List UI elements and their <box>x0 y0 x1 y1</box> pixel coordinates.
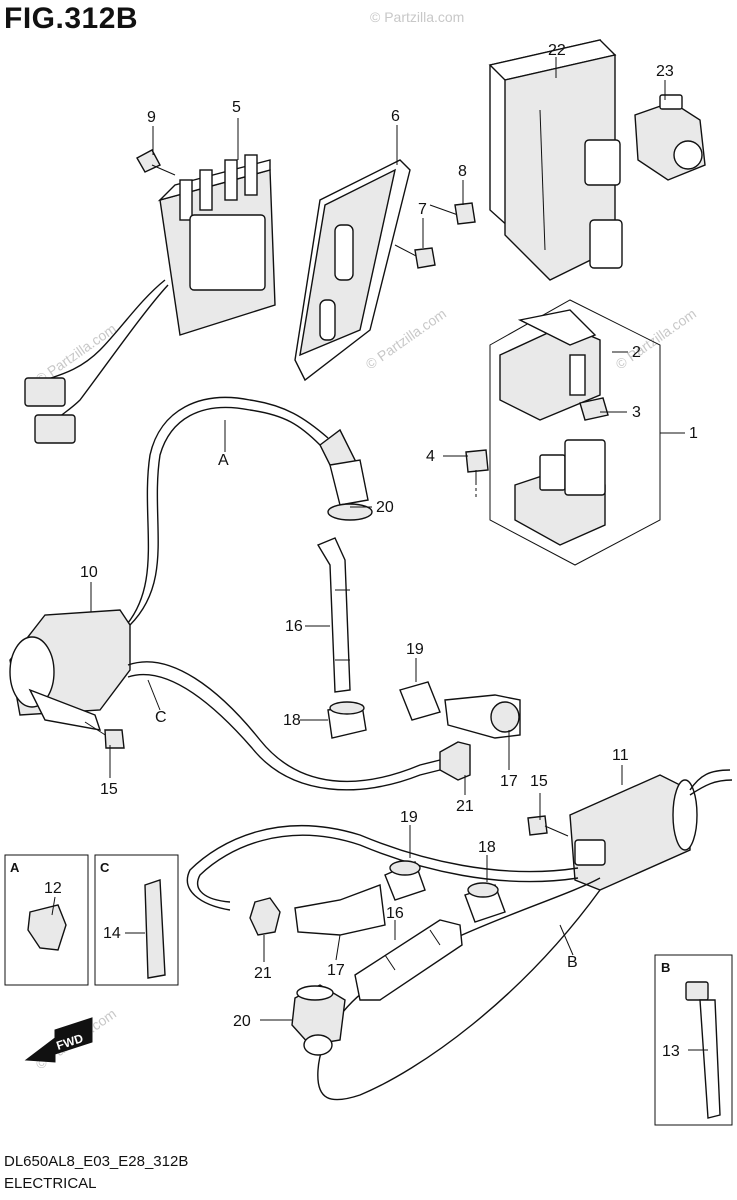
callout-11: 11 <box>612 747 629 764</box>
callout-2: 2 <box>632 344 641 361</box>
inset-a: A <box>4 854 89 986</box>
wire-c <box>127 661 441 783</box>
watermark: © Partzilla.com <box>613 305 699 372</box>
callout-20-upper: 20 <box>376 499 394 516</box>
grommet-21-lower <box>249 897 281 936</box>
relay-assembly <box>489 299 661 566</box>
plug-boot-17-upper <box>444 694 521 739</box>
callout-6: 6 <box>391 108 400 125</box>
callout-3: 3 <box>632 404 641 421</box>
callout-16-upper: 16 <box>285 618 303 635</box>
section-name: ELECTRICAL <box>4 1175 97 1192</box>
watermark: © Partzilla.com <box>370 9 464 25</box>
wire-ref-c: C <box>155 709 167 726</box>
inset-c: C <box>94 854 179 986</box>
seal-18-lower <box>464 882 506 923</box>
inset-a-letter: A <box>10 860 20 875</box>
callout-7: 7 <box>418 201 427 218</box>
callout-13: 13 <box>662 1043 680 1060</box>
callouts: 22 23 9 5 6 8 7 2 3 1 4 A 20 10 16 19 C … <box>44 42 698 1060</box>
bolt-9 <box>136 149 176 176</box>
callout-14: 14 <box>103 925 121 942</box>
ecu-module <box>488 39 623 281</box>
inset-c-letter: C <box>100 860 110 875</box>
callout-23: 23 <box>656 63 674 80</box>
grommet-21-upper <box>439 741 471 781</box>
wire-a-inner <box>121 396 329 631</box>
callout-15-right: 15 <box>530 773 548 790</box>
callout-4: 4 <box>426 448 435 465</box>
callout-19-upper: 19 <box>406 641 424 658</box>
callout-5: 5 <box>232 99 241 116</box>
callout-12: 12 <box>44 880 62 897</box>
callout-8: 8 <box>458 163 467 180</box>
ignition-coil-10 <box>9 609 131 731</box>
wire-a <box>129 406 321 626</box>
plug-cap-20-lower <box>291 984 346 1056</box>
figure-title: FIG.312B <box>4 2 139 35</box>
leader-lines <box>51 57 708 1051</box>
bracket-6 <box>294 159 411 382</box>
connector-23 <box>634 94 706 181</box>
inset-b: B <box>654 954 733 1126</box>
seal-19-upper <box>399 681 441 721</box>
callout-15-left: 15 <box>100 781 118 798</box>
callout-22: 22 <box>548 42 566 59</box>
callout-19-lower: 19 <box>400 809 418 826</box>
seal-18-upper <box>327 701 367 739</box>
callout-9: 9 <box>147 109 156 126</box>
wire-ref-b: B <box>567 954 578 971</box>
callout-18-upper: 18 <box>283 712 301 729</box>
plug-boot-17-lower <box>294 884 386 936</box>
callout-17-upper: 17 <box>500 773 518 790</box>
callout-16-lower: 16 <box>386 905 404 922</box>
ignition-coil-11 <box>569 769 733 891</box>
wire-loop-lower <box>186 825 579 911</box>
callout-20-lower: 20 <box>233 1013 251 1030</box>
callout-18-lower: 18 <box>478 839 496 856</box>
callout-21-lower: 21 <box>254 965 272 982</box>
callout-21-upper: 21 <box>456 798 474 815</box>
spark-plug-wire-16-lower <box>354 919 463 1001</box>
regulator-rectifier <box>24 154 276 444</box>
callout-1: 1 <box>689 425 698 442</box>
bolt-7 <box>394 244 436 269</box>
bolt-15-right <box>527 815 569 837</box>
seal-19-lower <box>384 860 426 901</box>
inset-b-letter: B <box>661 960 670 975</box>
callout-17-lower: 17 <box>327 962 345 979</box>
spark-plug-wire-16 <box>316 537 351 693</box>
bolt-4 <box>465 449 489 500</box>
diagram-code: DL650AL8_E03_E28_312B <box>4 1153 189 1170</box>
wire-ref-a: A <box>218 452 229 469</box>
callout-10: 10 <box>80 564 98 581</box>
bolt-15-left <box>84 721 125 749</box>
watermark: © Partzilla.com <box>363 305 449 372</box>
wire-loop-lower-inner <box>197 834 579 903</box>
bolt-8 <box>429 202 476 225</box>
wire-b <box>317 877 601 1101</box>
plug-cap-20-upper <box>319 428 373 521</box>
wire-c-inner <box>127 673 441 791</box>
